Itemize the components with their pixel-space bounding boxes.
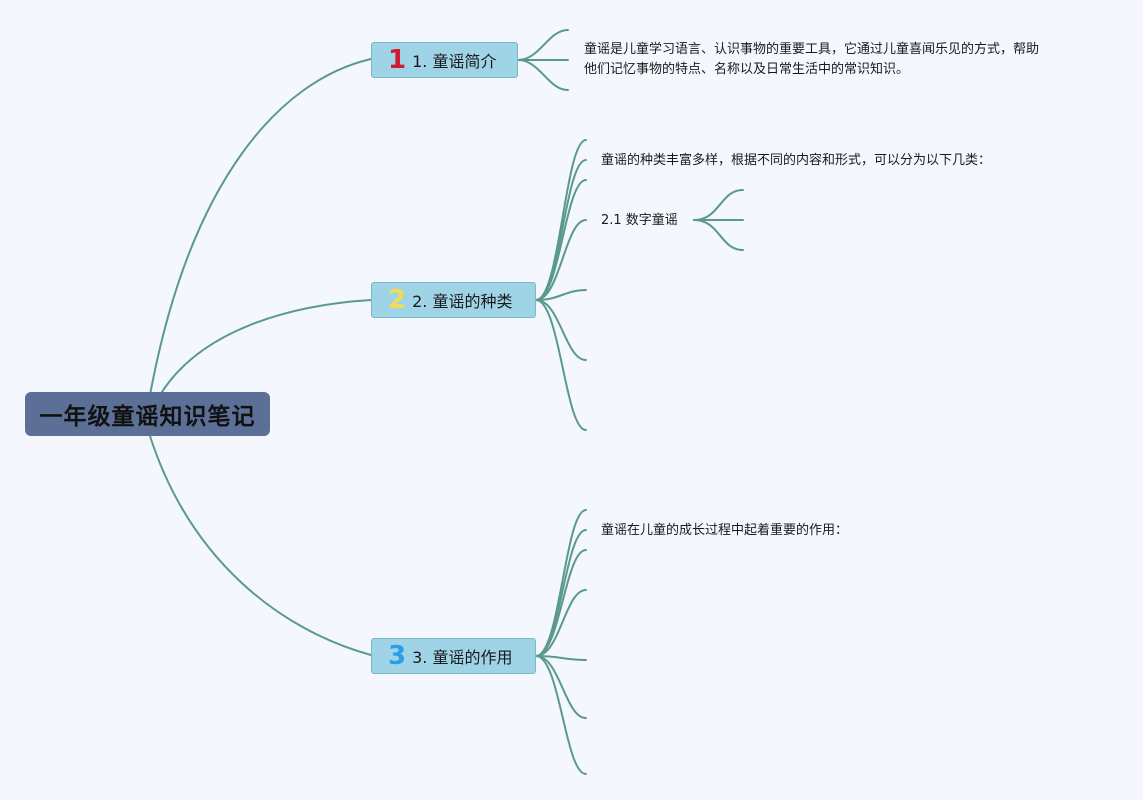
link-topic2-leaf-g bbox=[535, 299, 587, 431]
link-topic3-leaf-c bbox=[535, 549, 587, 657]
leaf-introduction-text[interactable]: 童谣是儿童学习语言、认识事物的重要工具，它通过儿童喜闻乐见的方式，帮助 他们记忆… bbox=[584, 40, 1039, 80]
link-sub21-c bbox=[693, 219, 744, 251]
number-2-icon: 2 bbox=[388, 285, 407, 315]
link-topic2-leaf-f bbox=[535, 299, 587, 361]
link-topic2-leaf-a bbox=[535, 139, 587, 301]
link-topic2-leaf-d bbox=[535, 219, 587, 301]
link-root-topic3 bbox=[149, 435, 372, 656]
topic-label: 1. 童谣简介 bbox=[412, 52, 497, 71]
root-topic[interactable]: 一年级童谣知识笔记 bbox=[25, 392, 270, 436]
link-root-topic1 bbox=[149, 58, 372, 396]
root-title: 一年级童谣知识笔记 bbox=[39, 404, 256, 430]
topic-label: 3. 童谣的作用 bbox=[412, 648, 513, 667]
leaf-role-description[interactable]: 童谣在儿童的成长过程中起着重要的作用： bbox=[601, 521, 848, 541]
link-sub21-a bbox=[693, 189, 744, 221]
number-3-icon: 3 bbox=[388, 641, 407, 671]
leaf-text: 2.1 数字童谣 bbox=[601, 213, 678, 228]
link-topic2-leaf-c bbox=[535, 179, 587, 301]
topic-types[interactable]: 2 2. 童谣的种类 bbox=[371, 282, 536, 318]
topic-introduction[interactable]: 1 1. 童谣简介 bbox=[371, 42, 518, 78]
leaf-types-description[interactable]: 童谣的种类丰富多样，根据不同的内容和形式，可以分为以下几类： bbox=[601, 151, 991, 171]
link-topic3-leaf-a bbox=[535, 509, 587, 657]
link-root-topic2 bbox=[159, 299, 372, 396]
leaf-line: 他们记忆事物的特点、名称以及日常生活中的常识知识。 bbox=[584, 62, 910, 77]
subtopic-number-rhymes[interactable]: 2.1 数字童谣 bbox=[601, 211, 678, 231]
topic-role[interactable]: 3 3. 童谣的作用 bbox=[371, 638, 536, 674]
leaf-text: 童谣的种类丰富多样，根据不同的内容和形式，可以分为以下几类： bbox=[601, 153, 992, 168]
link-topic3-leaf-g bbox=[535, 655, 587, 775]
topic-label: 2. 童谣的种类 bbox=[412, 292, 513, 311]
link-topic2-leaf-e bbox=[535, 289, 587, 301]
number-1-icon: 1 bbox=[388, 45, 407, 75]
link-topic3-leaf-d bbox=[535, 589, 587, 657]
link-topic1-leaf-c bbox=[517, 59, 569, 91]
leaf-text: 童谣在儿童的成长过程中起着重要的作用： bbox=[601, 523, 849, 538]
link-topic3-leaf-f bbox=[535, 655, 587, 719]
leaf-line: 童谣是儿童学习语言、认识事物的重要工具，它通过儿童喜闻乐见的方式，帮助 bbox=[584, 42, 1040, 57]
link-topic1-leaf-a bbox=[517, 29, 569, 61]
